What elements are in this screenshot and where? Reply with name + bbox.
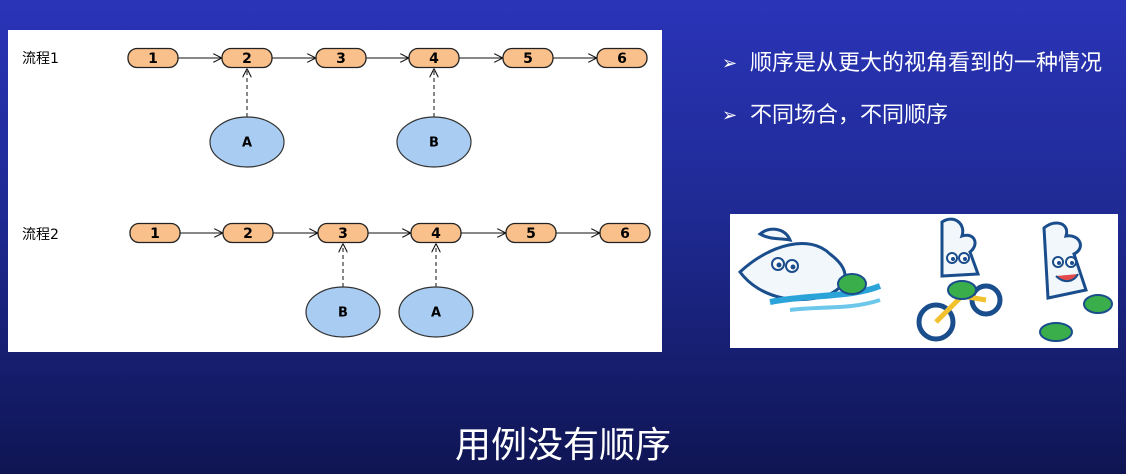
step-box bbox=[222, 222, 274, 244]
step-box bbox=[599, 222, 651, 244]
step-label: 4 bbox=[429, 51, 439, 67]
arrow-bullet-icon: ➢ bbox=[722, 53, 738, 74]
bullet-text: 顺序是从更大的视角看到的一种情况 bbox=[750, 51, 1103, 76]
step-label: 6 bbox=[617, 51, 627, 67]
bullet-text: 不同场合，不同顺序 bbox=[750, 103, 949, 128]
running-mascot-icon bbox=[1039, 221, 1113, 342]
step-box bbox=[317, 222, 369, 244]
step-box bbox=[502, 47, 554, 69]
cycling-mascot-icon bbox=[916, 217, 1003, 342]
actor-label: A bbox=[242, 136, 252, 151]
step-box bbox=[129, 222, 181, 244]
step-box bbox=[410, 222, 462, 244]
step-box bbox=[315, 47, 367, 69]
swimming-mascot-icon bbox=[737, 227, 882, 312]
arrow-bullet-icon: ➢ bbox=[722, 105, 738, 126]
step-label: 5 bbox=[523, 51, 533, 67]
step-node: 4 bbox=[410, 222, 462, 244]
mascot-illustrations bbox=[737, 217, 1113, 342]
bullet-list: ➢ 顺序是从更大的视角看到的一种情况 ➢ 不同场合，不同顺序 bbox=[722, 50, 1122, 154]
step-label: 5 bbox=[526, 226, 536, 242]
step-label: 6 bbox=[620, 226, 630, 242]
flow-label: 流程2 bbox=[22, 227, 59, 243]
step-label: 3 bbox=[338, 226, 348, 242]
step-box bbox=[505, 222, 557, 244]
actor-label: A bbox=[431, 306, 441, 321]
flow-label: 流程1 bbox=[22, 51, 59, 67]
mascot-panel bbox=[730, 214, 1118, 348]
actor-node: A bbox=[209, 116, 285, 168]
slide-title: 用例没有顺序 bbox=[454, 425, 671, 466]
step-box bbox=[596, 47, 648, 69]
step-node: 6 bbox=[596, 47, 648, 69]
step-label: 1 bbox=[150, 226, 160, 242]
actor-label: B bbox=[338, 306, 348, 321]
step-node: 5 bbox=[502, 47, 554, 69]
actor-node: B bbox=[305, 286, 381, 338]
step-box bbox=[408, 47, 460, 69]
actor-node: A bbox=[398, 286, 474, 338]
actor-ellipse bbox=[305, 286, 381, 338]
actor-ellipse bbox=[398, 286, 474, 338]
step-node: 1 bbox=[129, 222, 181, 244]
step-node: 3 bbox=[315, 47, 367, 69]
actor-ellipse bbox=[209, 116, 285, 168]
actor-node: B bbox=[396, 116, 472, 168]
step-box bbox=[127, 47, 179, 69]
step-node: 5 bbox=[505, 222, 557, 244]
step-label: 3 bbox=[336, 51, 346, 67]
actor-ellipse bbox=[396, 116, 472, 168]
step-label: 2 bbox=[243, 226, 253, 242]
step-label: 2 bbox=[242, 51, 252, 67]
step-node: 6 bbox=[599, 222, 651, 244]
step-label: 4 bbox=[431, 226, 441, 242]
step-label: 1 bbox=[148, 51, 158, 67]
bullet-item: ➢ 不同场合，不同顺序 bbox=[722, 102, 1122, 130]
step-node: 2 bbox=[222, 222, 274, 244]
step-node: 4 bbox=[408, 47, 460, 69]
step-box bbox=[221, 47, 273, 69]
step-node: 2 bbox=[221, 47, 273, 69]
bullet-item: ➢ 顺序是从更大的视角看到的一种情况 bbox=[722, 50, 1122, 78]
step-node: 3 bbox=[317, 222, 369, 244]
step-node: 1 bbox=[127, 47, 179, 69]
actor-label: B bbox=[429, 136, 439, 151]
